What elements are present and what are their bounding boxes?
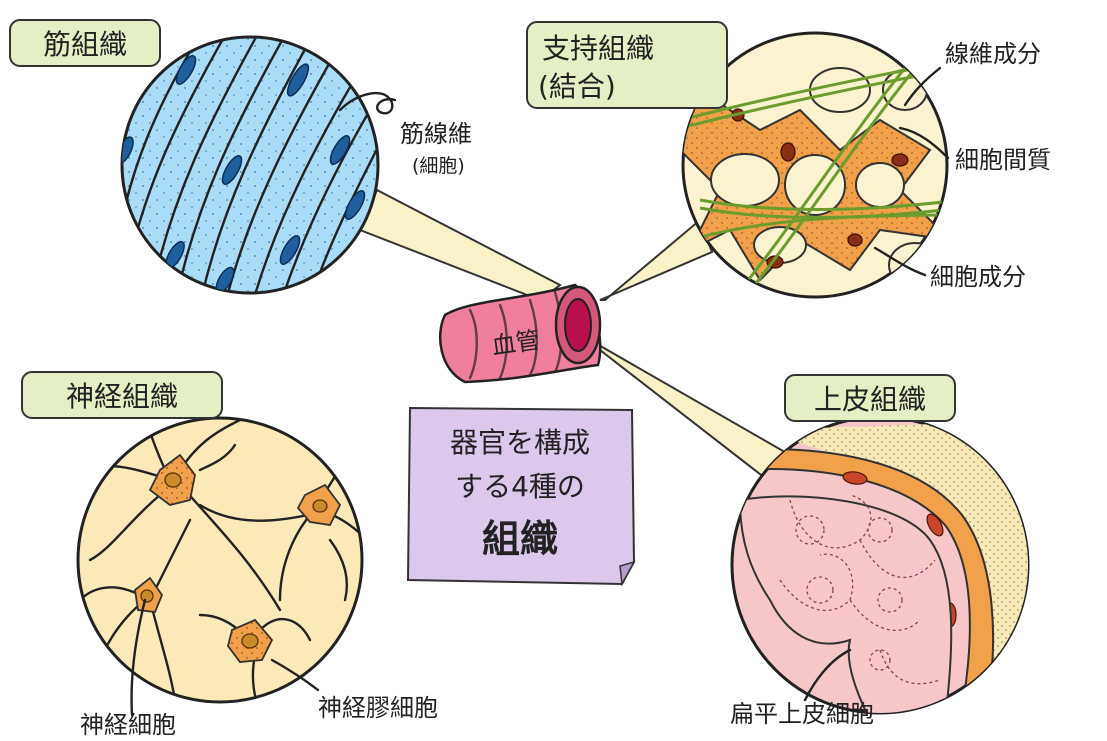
support-title-tag: 支持組織 (結合) [527,22,727,108]
muscle-tissue-circle [110,30,395,310]
cell-component-label: 細胞成分 [930,263,1026,291]
epithelial-tissue-circle [732,417,1050,720]
epithelial-title-tag: 上皮組織 [785,375,955,421]
center-note: 器官を構成 する4種の 組織 [408,408,634,584]
nerve-title-tag: 神経組織 [22,372,222,418]
muscle-title: 筋組織 [43,28,127,61]
beam-muscle [360,190,560,300]
fiber-component-label: 線維成分 [945,40,1041,68]
neuron-label: 神経細胞 [80,711,176,739]
matrix-label: 細胞間質 [955,146,1051,174]
nerve-title: 神経組織 [66,380,178,413]
beam-support [600,220,712,300]
center-line3: 組織 [482,517,558,561]
support-title-line2: (結合) [538,70,616,103]
nerve-tissue-circle [78,410,380,715]
center-line1: 器官を構成 [450,426,590,459]
muscle-fiber-label: 筋線維 [400,120,472,148]
blood-vessel: 血管 [440,285,600,382]
muscle-fiber-sublabel: (細胞) [412,155,465,177]
center-line2: する4種の [455,470,585,503]
support-title-line1: 支持組織 [542,32,654,65]
squamous-label: 扁平上皮細胞 [730,700,874,728]
epithelial-title: 上皮組織 [814,383,926,416]
glia-label: 神経膠細胞 [318,694,438,722]
muscle-title-tag: 筋組織 [10,20,160,66]
